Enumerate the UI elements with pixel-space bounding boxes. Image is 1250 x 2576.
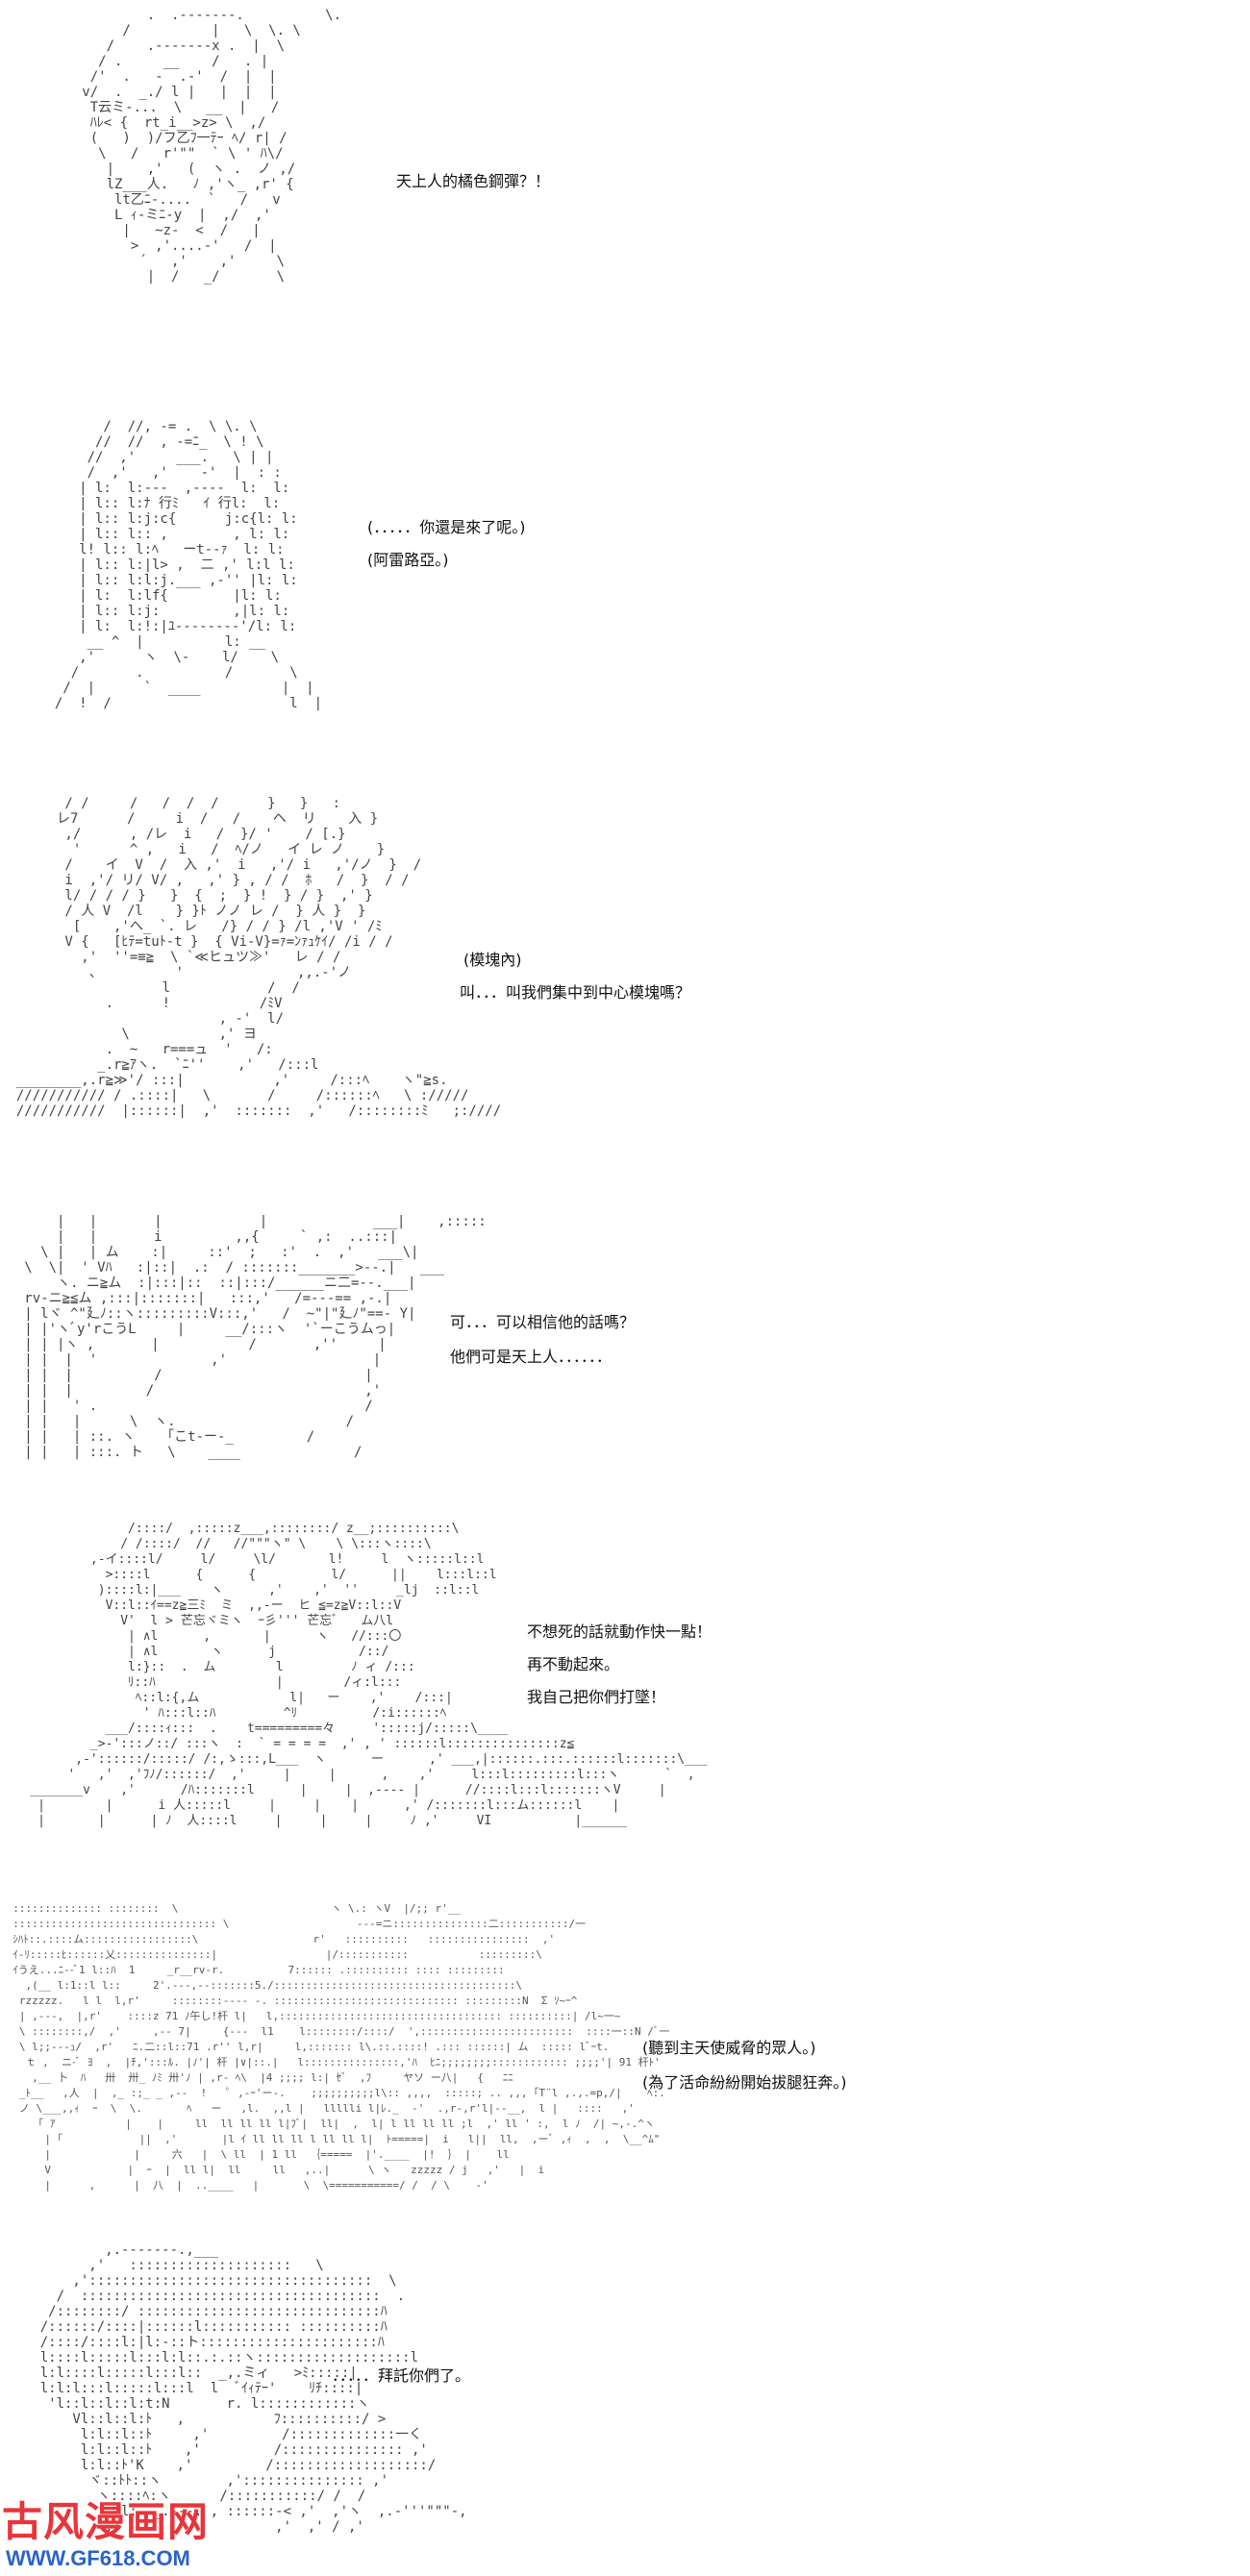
dialogue-line: 叫．．．叫我們集中到中心模塊嗎？ (460, 983, 691, 1002)
panel-7: ,.-------.,___ ,' :::::::::::::::::::: \… (0, 2235, 1250, 2576)
site-watermark-logo: 古风漫画网 WWW.GF618.COM (2, 2499, 223, 2572)
watermark-title: 古风漫画网 (2, 2498, 210, 2545)
dialogue-line: ．．．．．拜託你們了。 (332, 2366, 471, 2385)
dialogue-line: 天上人的橘色鋼彈？！ (396, 172, 551, 190)
dialogue-line: 再不動起來。 (527, 1655, 620, 1673)
panel-4: | | | | ___| ,::::: | | i ,,{ ` ,: ..:::… (0, 1206, 1250, 1499)
dialogue-line: 不想死的話就動作快一點！ (527, 1622, 712, 1641)
panel-2: / //, -= . \ \. \ // // , -=ﾆ_ \ ! \ // … (0, 404, 1250, 769)
dialogue-line: (聽到主天使威脅的眾人。) (642, 2039, 816, 2057)
panel-3: / / / / / / } } : レ7 / i / / ヘ リ 入 } ,/ … (0, 788, 1250, 1192)
dialogue-line: (．．．．．你還是來了呢。) (367, 518, 526, 536)
ascii-art: | | | | ___| ,::::: | | i ,,{ ` ,: ..:::… (24, 1214, 487, 1460)
dialogue-line: 可．．．可以相信他的話嗎？ (450, 1313, 636, 1331)
panel-6: :::::::::::::: :::::::: \ ヽ \.: ヽV |/;; … (0, 1894, 1250, 2225)
ascii-art: :::::::::::::: :::::::: \ ヽ \.: ヽV |/;; … (12, 1902, 670, 2192)
ascii-art: ,.-------.,___ ,' :::::::::::::::::::: \… (39, 2242, 467, 2535)
dialogue-line: 他們可是天上人．．．．．． (450, 1348, 612, 1366)
dialogue-line: (阿雷路亞。) (367, 551, 449, 569)
panel-5: /::::/ ,:::::z___,::::::::/ z__;::::::::… (0, 1514, 1250, 1879)
watermark-url: WWW.GF618.COM (6, 2546, 190, 2570)
ascii-art: / //, -= . \ \. \ // // , -=ﾆ_ \ ! \ // … (54, 419, 323, 711)
dialogue-line: (模塊內) (463, 951, 522, 969)
dialogue-line: 我自己把你們打墜！ (527, 1688, 666, 1706)
ascii-art: /::::/ ,:::::z___,::::::::/ z__;::::::::… (30, 1522, 708, 1828)
panel-1: . .-------. \. / | \ \. \ / .-------x . … (0, 0, 1250, 384)
dialogue-line: (為了活命紛紛開始拔腿狂奔。) (642, 2073, 847, 2092)
ascii-art: / / / / / / } } : レ7 / i / / ヘ リ 入 } ,/ … (15, 796, 502, 1119)
ascii-art: . .-------. \. / | \ \. \ / .-------x . … (82, 8, 342, 285)
